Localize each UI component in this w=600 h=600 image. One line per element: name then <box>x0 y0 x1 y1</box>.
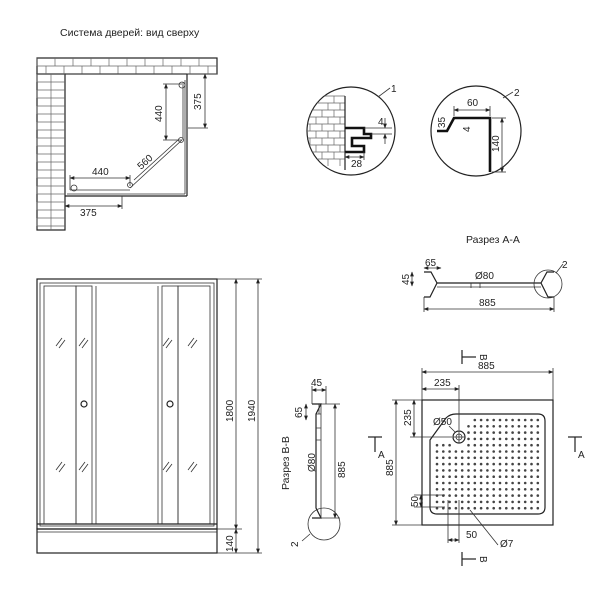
detail1-callout: 1 <box>391 84 397 95</box>
top-view-title: Система дверей: вид сверху <box>60 27 200 39</box>
brick-wall <box>36 57 218 231</box>
section-bb-callout: 2 <box>290 541 301 547</box>
enclosure-outline <box>65 73 188 197</box>
tray-dim-50-horizontal: 50 <box>466 530 478 541</box>
section-bb-dim-45: 45 <box>311 378 323 389</box>
tray-dim-885-top: 885 <box>478 361 495 372</box>
detail2-dim-140: 140 <box>491 135 502 152</box>
section-bb-title: Разрез B-B <box>280 436 292 490</box>
section-aa-dim-65: 65 <box>425 258 437 269</box>
detail2-dim-60: 60 <box>467 98 479 109</box>
tray-dim-50-vertical: 50 <box>410 495 421 507</box>
left-door-handle <box>80 400 88 408</box>
front-view: 1800 1940 140 <box>36 278 262 554</box>
tray-anti-slip-dots <box>435 418 540 510</box>
section-aa: Разрез A-A Ø80 65 45 885 2 <box>401 234 568 312</box>
dim-440-vertical: 440 <box>154 105 165 122</box>
front-dim-1800: 1800 <box>225 399 236 422</box>
tray-dim-7: Ø7 <box>500 539 514 550</box>
detail1-dim-28: 28 <box>351 159 363 170</box>
section-aa-dim-45: 45 <box>401 273 412 285</box>
section-bb-dim-80: Ø80 <box>307 453 318 472</box>
detail2-dim-35: 35 <box>437 116 448 128</box>
detail-1: 4 28 1 <box>306 84 397 176</box>
svg-text:B: B <box>477 556 488 563</box>
section-bb-dim-885: 885 <box>337 461 348 478</box>
tray-dim-885-left: 885 <box>385 459 396 476</box>
top-view: Система дверей: вид сверху 440 <box>36 27 218 231</box>
right-door-handle <box>166 400 174 408</box>
section-marker-b-top: B <box>461 350 488 364</box>
glass-reflection-marks <box>55 337 198 473</box>
dim-440-horizontal: 440 <box>92 167 109 178</box>
svg-text:B: B <box>477 354 488 361</box>
detail-2: 60 35 4 140 2 <box>430 85 522 177</box>
detail2-dim-4: 4 <box>462 126 473 132</box>
front-dim-1940: 1940 <box>247 399 258 422</box>
section-marker-b-bottom: B <box>461 552 488 566</box>
section-aa-dim-885: 885 <box>479 298 496 309</box>
tray-dim-235-horizontal: 235 <box>434 378 451 389</box>
dim-375-horizontal: 375 <box>80 208 97 219</box>
dim-375-vertical: 375 <box>193 93 204 110</box>
tray-dim-235-vertical: 235 <box>403 409 414 426</box>
svg-text:A: A <box>378 450 385 461</box>
svg-text:A: A <box>578 450 585 461</box>
section-bb: Разрез B-B 65 45 Ø80 885 2 <box>280 378 348 547</box>
section-bb-dim-65: 65 <box>294 406 305 418</box>
detail2-callout: 2 <box>514 88 520 99</box>
drain-dim-50: Ø50 <box>433 417 452 428</box>
section-marker-a-left: A <box>368 436 385 461</box>
front-dim-140: 140 <box>225 535 236 552</box>
tray-plan: Ø50 885 235 235 885 50 50 Ø7 <box>368 350 585 566</box>
section-aa-dim-80: Ø80 <box>475 271 494 282</box>
section-marker-a-right: A <box>568 436 585 461</box>
dim-560-diagonal: 560 <box>136 153 156 173</box>
detail1-dim-4: 4 <box>378 117 384 128</box>
section-aa-callout: 2 <box>562 260 568 271</box>
section-aa-title: Разрез A-A <box>466 234 520 246</box>
